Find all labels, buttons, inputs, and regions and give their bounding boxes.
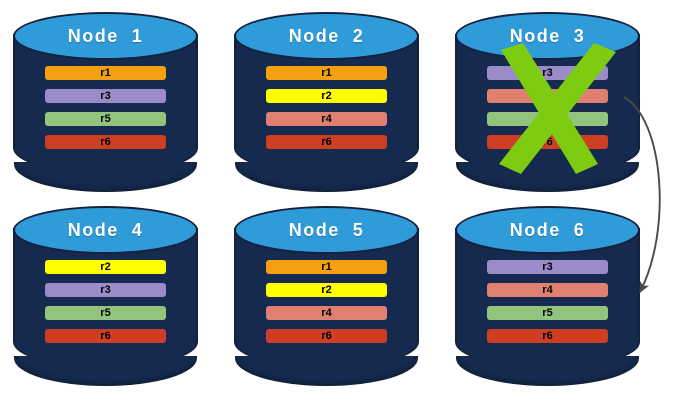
record-band-list: r1 r2 r4 r6 — [234, 12, 419, 192]
node-label: Node 6 — [509, 219, 586, 240]
record-band[interactable]: r5 — [45, 112, 166, 126]
record-band[interactable]: r4 — [266, 112, 387, 126]
record-band-list: r1 r3 r5 r6 — [13, 12, 198, 192]
cylinder-top — [234, 206, 419, 254]
record-band[interactable]: r6 — [45, 329, 166, 343]
node-cylinder-2[interactable]: r1 r2 r4 r6 Node 2 — [234, 12, 419, 192]
cylinder-top — [234, 12, 419, 60]
record-band-list: r3 r4 r5 r6 — [455, 206, 640, 386]
node-cylinder-1[interactable]: r1 r3 r5 r6 Node 1 — [13, 12, 198, 192]
node-cylinder-5[interactable]: r1 r2 r4 r6 Node 5 — [234, 206, 419, 386]
record-band[interactable]: r6 — [266, 329, 387, 343]
record-band[interactable]: r4 — [266, 306, 387, 320]
record-band[interactable]: r1 — [45, 66, 166, 80]
record-band[interactable]: r3 — [487, 66, 608, 80]
record-band[interactable]: r1 — [266, 260, 387, 274]
cylinder-top — [13, 206, 198, 254]
record-band[interactable]: r6 — [487, 329, 608, 343]
record-band[interactable]: r3 — [45, 283, 166, 297]
record-band[interactable]: r3 — [487, 260, 608, 274]
record-band-list: r1 r2 r4 r6 — [234, 206, 419, 386]
node-cylinder-6[interactable]: r3 r4 r5 r6 Node 6 — [455, 206, 640, 386]
record-band[interactable]: r4 — [487, 283, 608, 297]
node-cylinder-4[interactable]: r2 r3 r5 r6 Node 4 — [13, 206, 198, 386]
node-label: Node 3 — [509, 25, 586, 46]
node-label: Node 2 — [288, 25, 365, 46]
node-label: Node 1 — [67, 25, 144, 46]
record-band[interactable]: r2 — [266, 89, 387, 103]
record-band[interactable]: r3 — [45, 89, 166, 103]
record-band[interactable]: r5 — [45, 306, 166, 320]
record-band[interactable]: r4 — [487, 89, 608, 103]
record-band[interactable]: r6 — [45, 135, 166, 149]
cylinder-top — [13, 12, 198, 60]
node-cylinder-3[interactable]: r3 r4 r5 r6 Node 3 — [455, 12, 640, 192]
record-band[interactable]: r1 — [266, 66, 387, 80]
record-band[interactable]: r5 — [487, 112, 608, 126]
record-band-list: r2 r3 r5 r6 — [13, 206, 198, 386]
record-band[interactable]: r6 — [487, 135, 608, 149]
record-band[interactable]: r2 — [45, 260, 166, 274]
record-band[interactable]: r5 — [487, 306, 608, 320]
record-band[interactable]: r6 — [266, 135, 387, 149]
node-label: Node 4 — [67, 219, 144, 240]
node-label: Node 5 — [288, 219, 365, 240]
record-band[interactable]: r2 — [266, 283, 387, 297]
